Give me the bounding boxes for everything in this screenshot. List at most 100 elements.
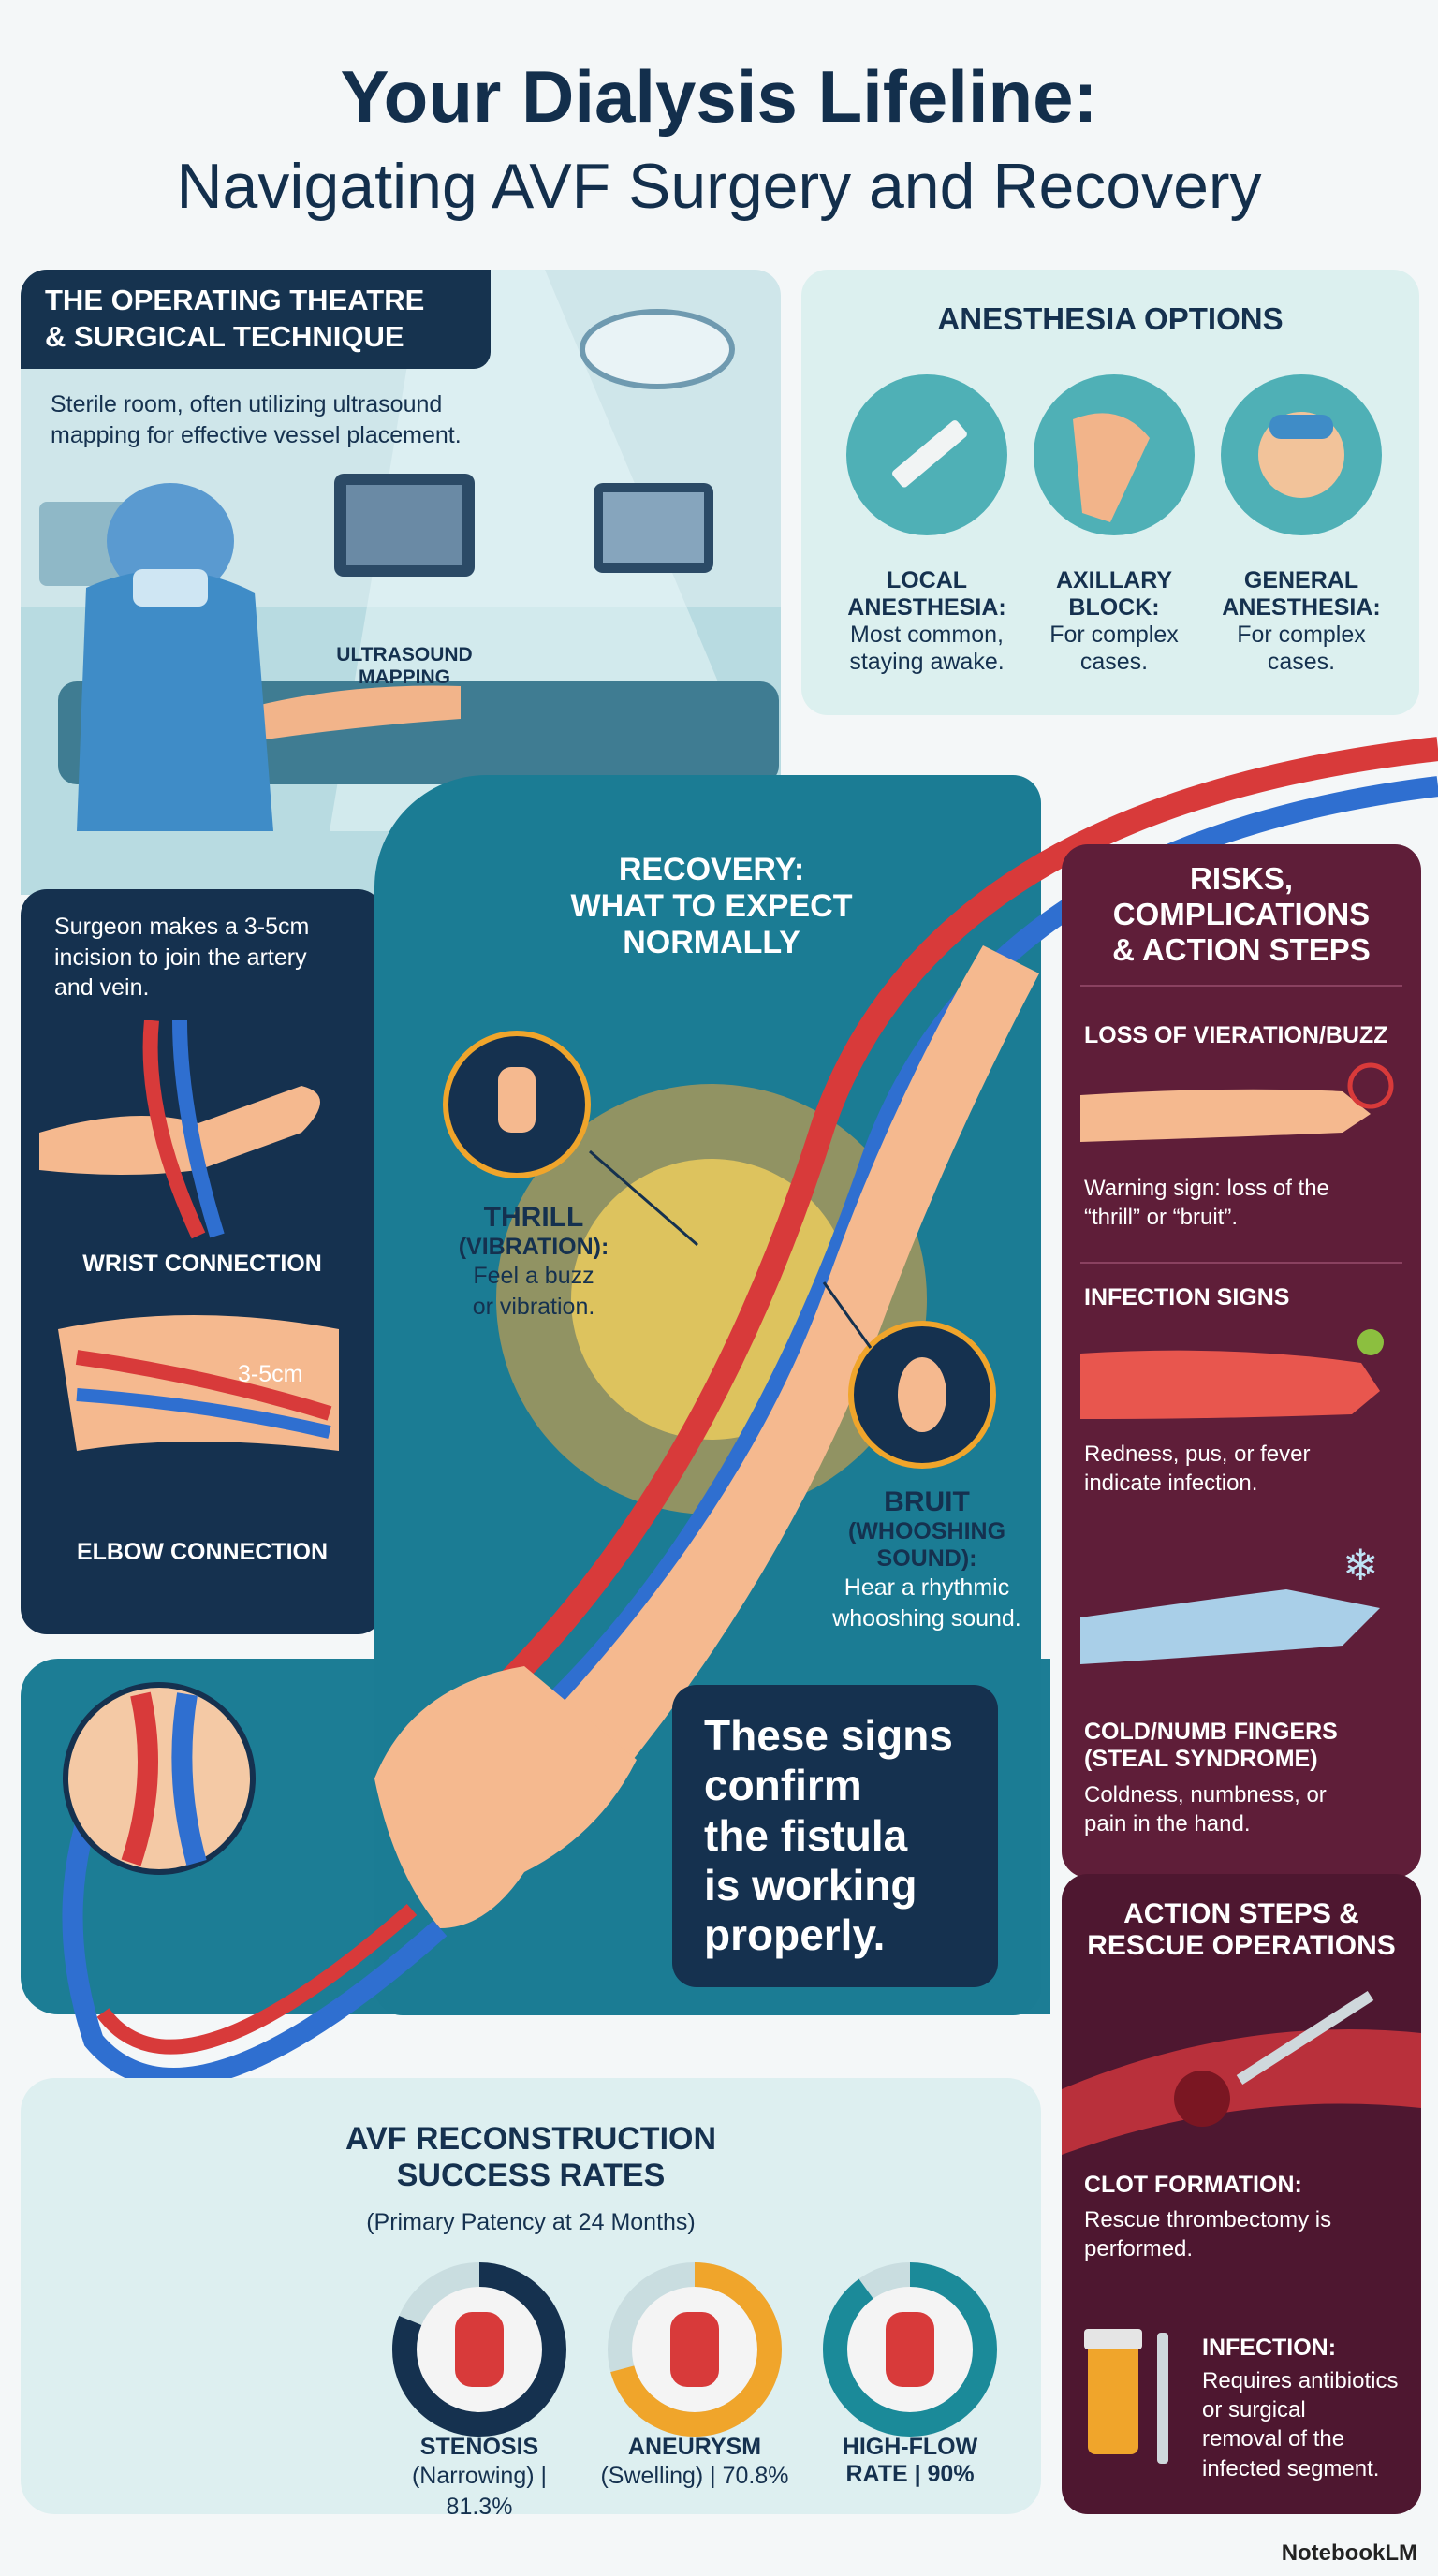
vessel-stenosis-icon [455,2312,504,2387]
infection-action-desc-line1: Requires antibiotics [1202,2368,1399,2393]
anesthesia-axillary-desc-line1: For complex [1049,622,1179,648]
infection-action-title: INFECTION: [1202,2334,1337,2361]
syringe-icon [892,420,967,488]
thrill-title-line1: THRILL [483,1202,584,1233]
rate-highflow-label-line1: HIGH-FLOW [842,2434,978,2460]
incision-length-label: 3-5cm [238,1361,303,1387]
confirmation-box: These signs confirm the fistula is worki… [672,1685,998,1987]
risk-loss-desc-line2: “thrill” or “bruit”. [1084,1205,1239,1231]
bruit-title-line3: SOUND): [876,1545,977,1572]
risk-loss-desc-line1: Warning sign: loss of the [1084,1176,1329,1201]
bruit-title-line1: BRUIT [884,1486,970,1517]
operating-theatre-heading-line2: & SURGICAL TECHNIQUE [45,319,404,353]
fistula-closeup-icon [63,1682,256,1875]
thrill-desc-line1: Feel a buzz [473,1263,594,1289]
risk-cold-title-line2: (STEAL SYNDROME) [1084,1746,1318,1772]
notebooklm-brand: NotebookLM [1281,2540,1417,2566]
action-heading-line2: RESCUE OPERATIONS [1087,1930,1396,1961]
technique-desc-line2: incision to join the artery [54,944,307,971]
risk-loss-title: LOSS OF VIERATION/BUZZ [1084,1022,1388,1048]
anesthesia-local-title-line1: LOCAL [886,567,968,593]
operating-theatre-desc-line1: Sterile room, often utilizing ultrasound [51,391,443,417]
risks-panel: RISKS, COMPLICATIONS & ACTION STEPS LOSS… [1062,844,1421,1878]
anesthesia-general-title-line1: GENERAL [1243,567,1359,593]
svg-text:❄: ❄ [1343,1540,1379,1590]
confirm-line3: the fistula [704,1810,908,1860]
artery-line [496,737,1438,1694]
rate-aneurysm-label-line1: ANEURYSM [627,2434,762,2460]
forearm-icon [562,945,1039,1778]
anesthesia-heading: ANESTHESIA OPTIONS [937,301,1284,336]
wrist-hand-icon [39,1086,320,1175]
action-heading-line1: ACTION STEPS & [1123,1898,1359,1929]
hand-icon [374,1666,637,1928]
anesthesia-axillary-title-line1: AXILLARY [1055,567,1173,593]
anesthesia-panel: ANESTHESIA OPTIONS LOCAL ANESTHESIA: Mos… [801,270,1419,715]
anesthesia-axillary-desc-line2: cases. [1079,649,1149,675]
thrill-desc-line2: or vibration. [472,1293,595,1320]
success-subheading: (Primary Patency at 24 Months) [366,2209,696,2235]
recovery-heading-line3: NORMALLY [623,925,800,960]
infection-action-desc-line3: removal of the [1202,2426,1345,2452]
rate-ring-highflow [823,2262,997,2437]
shoulder-nerve-icon [1073,413,1150,522]
operating-room-illustration [21,270,781,895]
surgical-lamp-icon [580,309,735,389]
risk-cold-title-line1: COLD/NUMB FINGERS [1084,1719,1338,1745]
infection-arm-icon [1080,1329,1384,1419]
clot-desc-line2: performed. [1084,2236,1194,2262]
antibiotics-icon [1084,2329,1168,2464]
rate-ring-stenosis [392,2262,566,2437]
risks-heading-line2: COMPLICATIONS [1112,897,1371,931]
anesthesia-general-title-line2: ANESTHESIA: [1222,594,1381,621]
ultrasound-label-line1: ULTRASOUND [336,644,473,666]
clot-desc-line1: Rescue thrombectomy is [1084,2207,1332,2232]
vessel-aneurysm-icon [670,2312,719,2387]
page-title: Your Dialysis Lifeline: [340,55,1098,138]
clot-title: CLOT FORMATION: [1084,2172,1302,2198]
vessel-highflow-icon [886,2312,934,2387]
success-heading-line1: AVF RECONSTRUCTION [345,2121,717,2157]
risks-heading-line3: & ACTION STEPS [1112,932,1371,967]
risk-infection-desc-line2: indicate infection. [1084,1471,1258,1497]
elbow-connection-label: ELBOW CONNECTION [76,1539,329,1565]
operating-theatre-desc-line2: mapping for effective vessel placement. [51,421,462,448]
rate-stenosis-label-line2: (Narrowing) | 81.3% [411,2463,548,2514]
operating-theatre-heading-line1: THE OPERATING THEATRE [45,284,425,316]
confirm-line5: properly. [704,1910,886,1960]
anesthesia-axillary-title-line2: BLOCK: [1068,594,1160,621]
success-rates-panel: AVF RECONSTRUCTION SUCCESS RATES (Primar… [21,2078,1041,2514]
rate-stenosis-label-line1: STENOSIS [419,2434,539,2460]
connection-illustrations [39,1020,339,1451]
scalpel-icon [1157,2333,1168,2464]
technique-desc-line3: and vein. [54,974,150,1001]
technique-panel: Surgeon makes a 3-5cm incision to join t… [21,889,384,1634]
rate-highflow-label-line2: RATE | 90% [845,2461,975,2487]
bruit-desc-line2: whooshing sound. [832,1604,1021,1632]
success-rate-rings [392,2262,997,2437]
anesthesia-general-desc-line1: For complex [1237,622,1366,648]
bruit-desc-line1: Hear a rhythmic [844,1574,1010,1601]
anesthesia-general-desc-line2: cases. [1267,649,1336,675]
rate-aneurysm-label-line2: (Swelling) | 70.8% [600,2463,789,2489]
bruit-title-line2: (WHOOSHING [847,1518,1006,1544]
risk-cold-desc-line1: Coldness, numbness, or [1084,1782,1327,1808]
thrombectomy-icon [1062,1990,1421,2155]
wrist-connection-label: WRIST CONNECTION [82,1251,322,1277]
recovery-heading-line2: WHAT TO EXPECT [570,888,853,924]
surgeon-icon [77,570,273,831]
confirm-line1: These signs [704,1711,953,1760]
infection-action-desc-line4: infected segment. [1202,2455,1380,2481]
page-subtitle: Navigating AVF Surgery and Recovery [176,151,1262,222]
operating-theatre-panel: THE OPERATING THEATRE & SURGICAL TECHNIQ… [21,270,781,895]
confirm-line4: is working [704,1861,917,1910]
risk-infection-title: INFECTION SIGNS [1084,1284,1290,1310]
success-heading-line2: SUCCESS RATES [396,2158,666,2193]
anesthesia-local-desc-line1: Most common, [850,622,1004,648]
risk-cold-desc-line2: pain in the hand. [1084,1811,1251,1837]
ultrasound-label-line2: MAPPING [358,666,450,688]
risk-arm-icon [1080,1062,1394,1142]
rate-ring-aneurysm [608,2262,782,2437]
patient-arm-icon [208,685,461,747]
anesthesia-icons [846,374,1382,535]
